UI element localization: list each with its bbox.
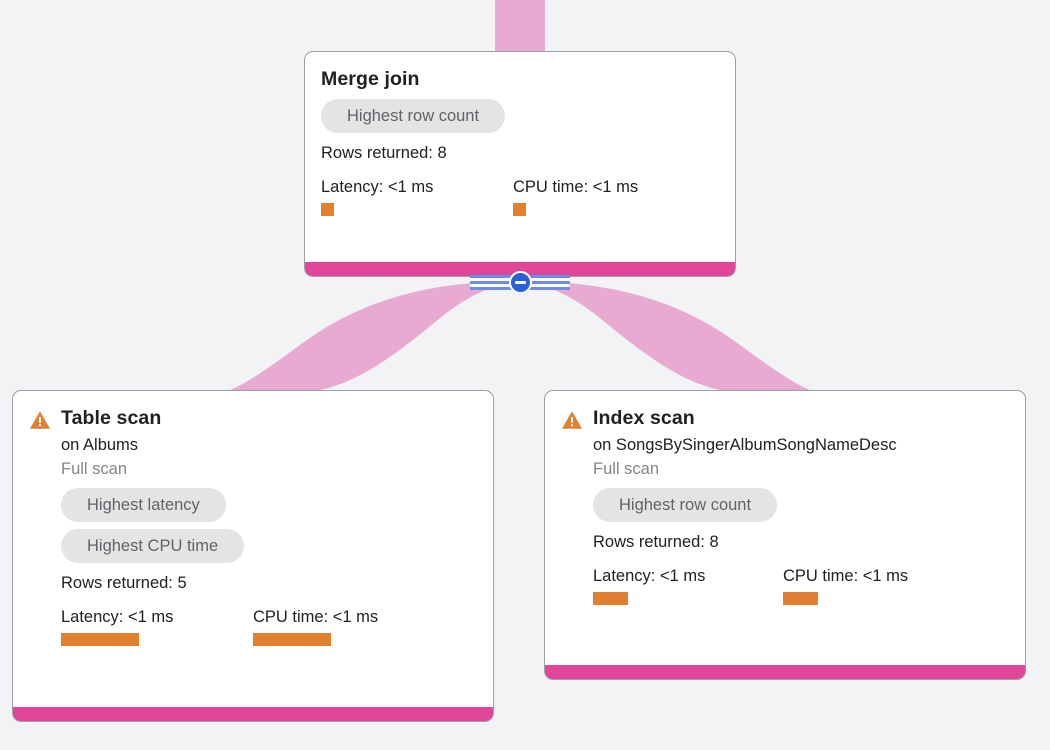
metric-cpu-time-label: CPU time: <1 ms <box>783 567 909 585</box>
warning-icon <box>561 411 583 429</box>
chip-highest-row-count: Highest row count <box>321 99 506 133</box>
metric-latency-bar <box>593 592 628 605</box>
node-merge-join-body: Merge join Highest row count Rows return… <box>305 52 735 262</box>
metric-latency-label: Latency: <1 ms <box>321 178 434 196</box>
node-merge-join-header: Merge join <box>321 66 719 92</box>
collapse-toggle-button[interactable] <box>509 271 532 294</box>
node-index-scan-header: Index scan <box>561 405 1009 431</box>
node-scan-type: Full scan <box>61 460 128 478</box>
edge-merge-join-to-table-scan <box>230 281 520 392</box>
node-table-scan-content: on Albums Full scan Highest latency High… <box>29 434 477 646</box>
node-index-scan[interactable]: Index scan on SongsBySingerAlbumSongName… <box>544 390 1026 680</box>
metrics: Latency: <1 ms CPU time: <1 ms <box>61 606 477 646</box>
rows-returned: Rows returned: 8 <box>593 533 719 551</box>
chip-list: Highest latency Highest CPU time <box>61 488 477 563</box>
node-scan-type: Full scan <box>593 460 660 478</box>
node-subtitle: on SongsBySingerAlbumSongNameDesc <box>593 436 897 454</box>
metric-latency: Latency: <1 ms <box>321 176 513 216</box>
metric-cpu-time-label: CPU time: <1 ms <box>253 608 379 626</box>
node-table-scan-body: Table scan on Albums Full scan Highest l… <box>13 391 493 707</box>
metric-latency: Latency: <1 ms <box>61 606 253 646</box>
metric-latency-bar <box>61 633 139 646</box>
node-table-scan-footer-bar <box>13 707 493 721</box>
node-index-scan-footer-bar <box>545 665 1025 679</box>
edge-merge-join-to-index-scan <box>520 281 810 392</box>
metric-latency-bar <box>321 203 334 216</box>
rows-returned: Rows returned: 8 <box>321 144 447 162</box>
node-subtitle: on Albums <box>61 436 139 454</box>
metric-cpu-time: CPU time: <1 ms <box>513 176 638 216</box>
metric-latency-label: Latency: <1 ms <box>593 567 706 585</box>
metric-cpu-time-bar <box>513 203 526 216</box>
minus-icon <box>515 281 526 284</box>
metric-cpu-time-label: CPU time: <1 ms <box>513 178 639 196</box>
node-table-scan-header: Table scan <box>29 405 477 431</box>
rows-returned: Rows returned: 5 <box>61 574 187 592</box>
node-merge-join-footer-bar <box>305 262 735 276</box>
metric-cpu-time-bar <box>783 592 818 605</box>
node-table-scan[interactable]: Table scan on Albums Full scan Highest l… <box>12 390 494 722</box>
warning-icon <box>29 411 51 429</box>
node-title: Merge join <box>321 68 420 90</box>
metric-cpu-time-bar <box>253 633 331 646</box>
node-index-scan-body: Index scan on SongsBySingerAlbumSongName… <box>545 391 1025 665</box>
metric-cpu-time: CPU time: <1 ms <box>783 565 908 605</box>
incoming-edge <box>495 0 545 52</box>
metric-latency-label: Latency: <1 ms <box>61 608 174 626</box>
metrics: Latency: <1 ms CPU time: <1 ms <box>321 176 719 216</box>
chip-list: Highest row count <box>321 99 719 133</box>
node-merge-join[interactable]: Merge join Highest row count Rows return… <box>304 51 736 277</box>
node-title: Table scan <box>61 407 162 429</box>
node-title: Index scan <box>593 407 695 429</box>
node-index-scan-content: on SongsBySingerAlbumSongNameDesc Full s… <box>561 434 1009 605</box>
metrics: Latency: <1 ms CPU time: <1 ms <box>593 565 1009 605</box>
metric-latency: Latency: <1 ms <box>593 565 783 605</box>
collapse-toggle-group[interactable] <box>470 271 570 294</box>
chip-highest-cpu-time: Highest CPU time <box>61 529 245 563</box>
node-merge-join-content: Highest row count Rows returned: 8 Laten… <box>321 99 719 216</box>
chip-highest-latency: Highest latency <box>61 488 226 522</box>
chip-list: Highest row count <box>593 488 1009 522</box>
metric-cpu-time: CPU time: <1 ms <box>253 606 378 646</box>
chip-highest-row-count: Highest row count <box>593 488 778 522</box>
